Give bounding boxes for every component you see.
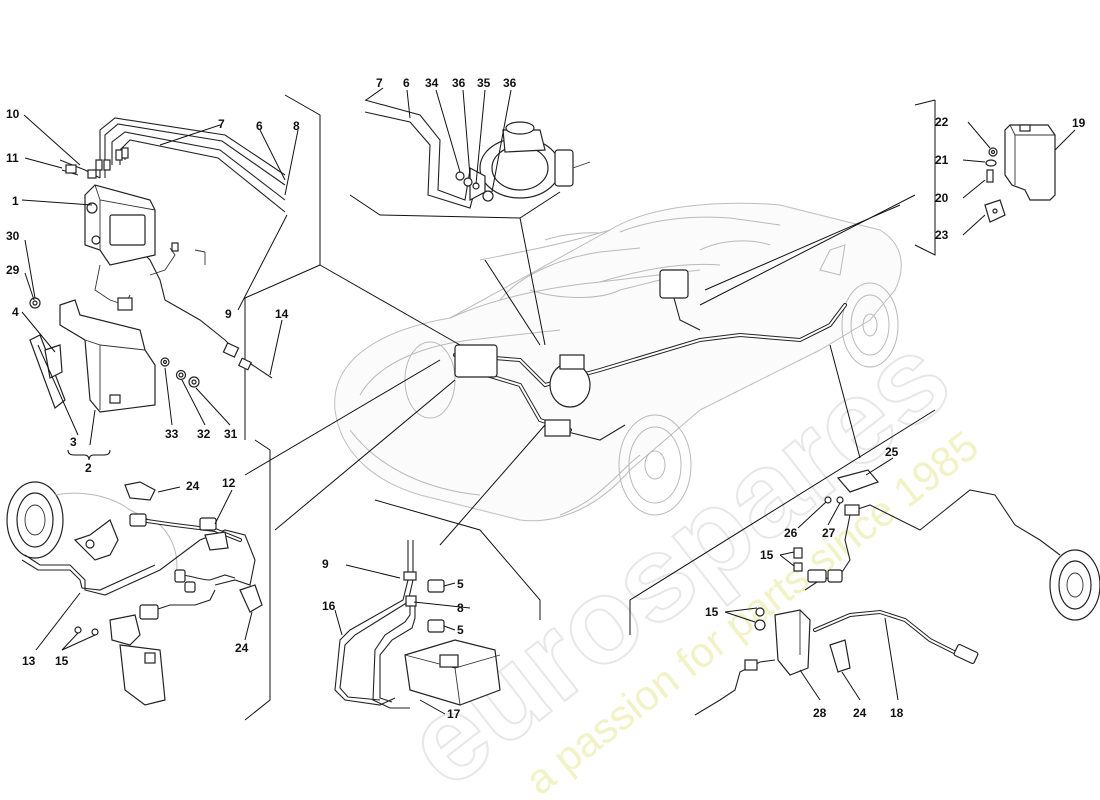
callout-27: 27: [822, 526, 836, 540]
car-abs-unit: [454, 344, 498, 378]
rear-wheel: [618, 414, 692, 516]
callout-35: 35: [477, 76, 491, 90]
callout-3: 3: [70, 435, 77, 449]
callout-30: 30: [6, 229, 20, 243]
callout-15a: 15: [55, 654, 69, 668]
mounting-bracket: [1004, 124, 1056, 201]
callout-12: 12: [222, 476, 236, 490]
callout-33: 33: [165, 427, 179, 441]
callout-17: 17: [447, 707, 461, 721]
bracket-plate: [29, 334, 66, 409]
callout-7b: 7: [376, 76, 383, 90]
callout-8a: 8: [293, 119, 300, 133]
car-body-outline: [334, 202, 902, 522]
front-wheel: [841, 282, 899, 368]
car-brake-lines: [453, 269, 847, 441]
callout-22: 22: [935, 115, 949, 129]
callout-2: 2: [85, 461, 92, 475]
callout-10: 10: [6, 107, 20, 121]
bracket-25: [836, 469, 880, 493]
abs-bracket: [59, 299, 156, 413]
bracket-group-top-right: 22 19 21 20 23: [935, 115, 1086, 242]
callout-36b: 36: [503, 76, 517, 90]
callout-4: 4: [12, 305, 19, 319]
abs-callouts: 10 11 1 30 29 4 3 2 7 6 8 9 14 33 32 31: [6, 107, 300, 475]
sensor-bracket: [119, 644, 166, 706]
callout-15b: 15: [760, 548, 774, 562]
callout-15c: 15: [705, 605, 719, 619]
callout-14: 14: [275, 307, 289, 321]
callout-24a: 24: [186, 479, 200, 493]
callout-13: 13: [22, 654, 36, 668]
callout-18: 18: [890, 706, 904, 720]
front-sensor-group: 25 26 27 15 15 28 24 18: [694, 445, 1100, 720]
callout-25: 25: [885, 445, 899, 459]
callout-23: 23: [935, 228, 949, 242]
abs-unit-group: [29, 117, 286, 461]
callout-34: 34: [425, 76, 439, 90]
callout-29: 29: [6, 263, 20, 277]
car-brake-booster: [549, 362, 591, 408]
callout-24b: 24: [235, 641, 249, 655]
callout-5a: 5: [457, 577, 464, 591]
callout-36a: 36: [452, 76, 466, 90]
callout-28: 28: [813, 706, 827, 720]
callout-20: 20: [935, 191, 949, 205]
sensor-mount-28: [774, 609, 811, 676]
clip-block: [404, 639, 501, 706]
callout-19: 19: [1072, 116, 1086, 130]
callout-9a: 9: [225, 307, 232, 321]
callout-11: 11: [6, 151, 19, 165]
callout-8b: 8: [457, 601, 464, 615]
callout-6b: 6: [403, 76, 410, 90]
callout-9b: 9: [322, 557, 329, 571]
callout-6a: 6: [256, 119, 263, 133]
callout-1: 1: [12, 194, 19, 208]
hose-clip-24b: [239, 584, 263, 613]
hose-clip-24a: [124, 481, 156, 501]
sensor-hose-group: 24 12 13 15 24: [6, 476, 263, 706]
callout-32: 32: [197, 427, 211, 441]
pipe-clip-group: 9 5 8 16 5 17: [322, 540, 501, 721]
group-leader-lines: [244, 94, 936, 721]
callout-5b: 5: [457, 623, 464, 637]
callout-26: 26: [784, 526, 798, 540]
callout-21: 21: [935, 153, 949, 167]
callout-31: 31: [224, 427, 238, 441]
hose-clip-24c: [829, 639, 851, 673]
callout-16: 16: [322, 599, 336, 613]
callout-24c: 24: [853, 706, 867, 720]
callout-7a: 7: [218, 117, 225, 131]
booster-group: 7 6 34 36 35 36: [364, 76, 591, 209]
